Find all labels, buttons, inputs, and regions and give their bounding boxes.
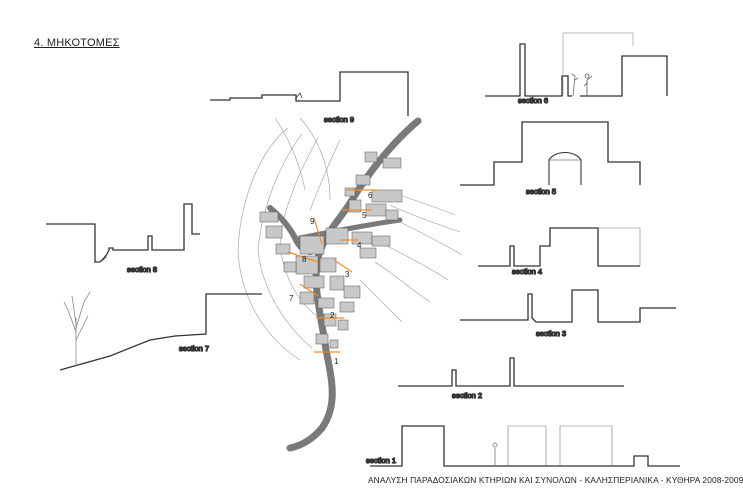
cut-label-2: 2 <box>330 311 335 320</box>
section-cut-lines <box>287 189 378 353</box>
section-9-label: section 9 <box>324 115 354 124</box>
section-7-profile <box>59 293 262 371</box>
section-1-label: section 1 <box>366 456 396 465</box>
cut-label-8: 8 <box>302 255 307 264</box>
person-figure-icon <box>583 73 593 96</box>
village-buildings <box>259 151 403 349</box>
person-figure-icon <box>492 442 498 466</box>
cut-label-3: 3 <box>345 270 350 279</box>
tree-icon <box>571 73 579 97</box>
section-6-label: section 6 <box>518 96 548 105</box>
section-9-profile <box>210 71 409 116</box>
section-3-profile <box>460 289 676 323</box>
cut-label-7: 7 <box>289 294 294 303</box>
cut-line-8 <box>287 251 319 263</box>
section-2-profile <box>398 357 624 387</box>
section-1-profile <box>370 425 680 467</box>
cut-label-6: 6 <box>368 191 373 200</box>
cut-label-9: 9 <box>310 217 315 226</box>
cut-label-4: 4 <box>357 241 362 250</box>
sheet-title: 4. ΜΗΚΟΤΟΜΕΣ <box>34 37 120 49</box>
section-4-profile <box>478 227 641 267</box>
bare-tree-icon <box>63 291 91 366</box>
section-3-label: section 3 <box>536 329 566 338</box>
contour-lines <box>237 117 463 361</box>
cut-label-5: 5 <box>362 211 367 220</box>
sheet-footer: ΑΝΑΛΥΣΗ ΠΑΡΑΔΟΣΙΑΚΩΝ ΚΤΗΡΙΩΝ ΚΑΙ ΣΥΝΟΛΩΝ… <box>368 475 743 485</box>
section-8-label: section 8 <box>127 265 157 274</box>
section-5-label: section 5 <box>526 187 556 196</box>
cut-line-3 <box>333 259 353 273</box>
section-5-profile <box>460 121 641 186</box>
section-4-label: section 4 <box>512 267 542 276</box>
section-7-label: section 7 <box>179 344 209 353</box>
cut-label-1: 1 <box>334 357 339 366</box>
sections-drawing: 1 2 3 4 5 6 7 8 9 section 9 <box>46 32 680 467</box>
section-6-profile <box>485 32 668 97</box>
section-8-profile <box>46 203 200 263</box>
section-2-label: section 2 <box>452 391 482 400</box>
cut-marker-labels: 1 2 3 4 5 6 7 8 9 <box>289 191 373 366</box>
cut-line-9 <box>313 217 323 245</box>
cut-line-7 <box>299 283 319 297</box>
